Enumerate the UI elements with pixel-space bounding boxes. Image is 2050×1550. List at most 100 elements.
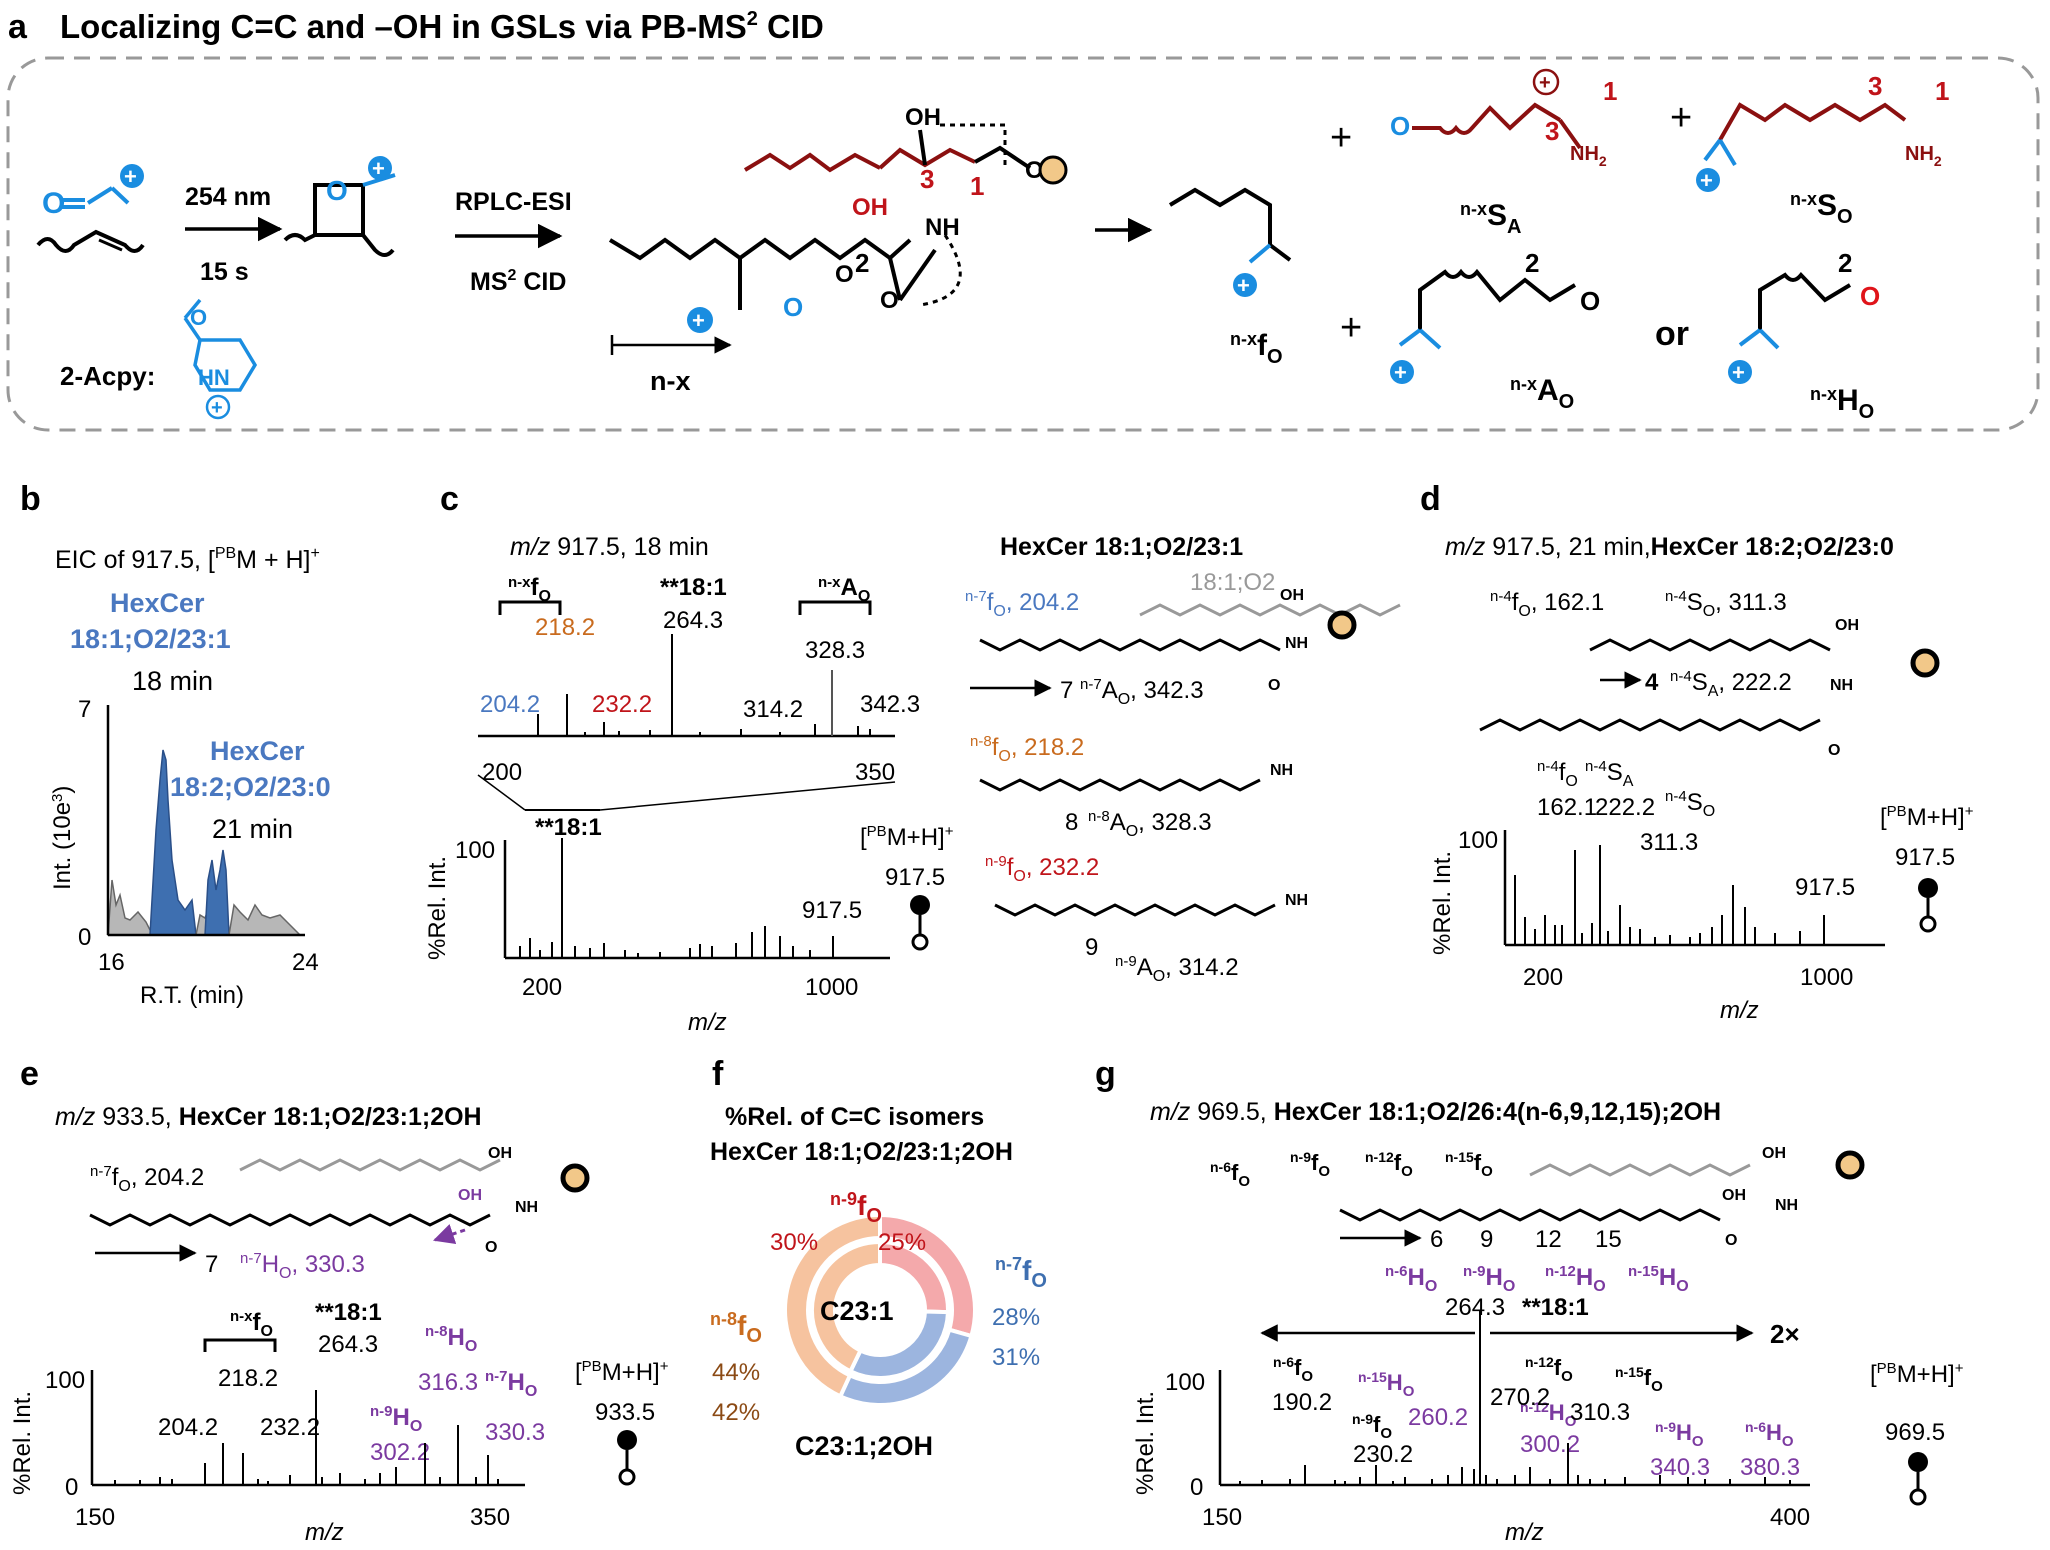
- pct-31: 31%: [992, 1344, 1040, 1371]
- panel-d-title: m/z 917.5, 21 min,HexCer 18:2;O2/23:0: [1445, 533, 1894, 561]
- main-spectrum-c: **18:1 100 200 1000 m/z %Rel. Int. 917.5…: [424, 814, 954, 1036]
- main-o-ring: O: [783, 292, 803, 322]
- eic-peak-2: [204, 849, 230, 936]
- plus-1: +: [1330, 117, 1352, 159]
- pos-1: 1: [970, 171, 984, 201]
- main-o-hex: O: [1025, 157, 1044, 184]
- g-peak-270: 270.2: [1490, 1384, 1550, 1411]
- g-lab-h15: n-15HO: [1358, 1369, 1415, 1400]
- d-peak-917: 917.5: [1795, 874, 1855, 901]
- main-o-ester: O: [880, 287, 899, 314]
- sa-chain: [1412, 102, 1562, 135]
- g-h6: n-6HO: [1385, 1263, 1437, 1295]
- g-lab-f6: n-6fO: [1273, 1354, 1313, 1385]
- d-peak-so-label: n-4SO: [1665, 788, 1715, 820]
- s7-nh: NH: [1285, 635, 1308, 652]
- e-num7: 7: [205, 1251, 218, 1278]
- g-zoom: 2×: [1770, 1319, 1800, 1349]
- d-f4-label: n-4fO, 162.1: [1490, 588, 1604, 620]
- donut-slice-n-8: [783, 1212, 882, 1399]
- charge-plus: +: [1700, 168, 1713, 193]
- eic-x-tick-24: 24: [292, 949, 319, 976]
- d-s4a-label: n-4SA, 222.2: [1670, 668, 1792, 700]
- precursor-g-val: 969.5: [1885, 1419, 1945, 1446]
- main-nh: NH: [925, 214, 960, 241]
- or-label: or: [1655, 315, 1689, 353]
- eic-tail-trace: [228, 903, 302, 936]
- spectrum-e-y-label: %Rel. Int.: [9, 1391, 36, 1495]
- mark-18-1-main: **18:1: [535, 814, 602, 841]
- e-chain: [89, 1213, 491, 1227]
- spectrum-c-bars: [519, 838, 834, 958]
- precursor-icon-ring: [911, 933, 929, 951]
- d-peak-311: 311.3: [1640, 829, 1698, 856]
- peak2-name-2: 18:2;O2/23:0: [170, 772, 331, 802]
- e-peak-330: 330.3: [485, 1419, 545, 1446]
- ao-chain: [1418, 268, 1577, 330]
- spectrum-e-y-0: 0: [65, 1474, 78, 1501]
- charge-icon: [120, 164, 144, 188]
- spectrum-e-bars: [114, 1390, 499, 1485]
- peak-314-2: 314.2: [743, 696, 803, 723]
- so-1: 1: [1935, 76, 1949, 106]
- reagent-label: 2-Acpy:: [60, 361, 155, 391]
- eic-x-label: R.T. (min): [140, 982, 244, 1009]
- e-h8-label: n-8HO: [425, 1323, 477, 1355]
- cleavage-arc-2: [919, 234, 962, 307]
- ao-blue2: [1418, 328, 1442, 350]
- sa-o: O: [1390, 111, 1410, 141]
- legend-n7: n-7fO: [995, 1254, 1047, 1292]
- e-oh: OH: [488, 1145, 512, 1162]
- spectrum-d: n-4fO n-4SA n-4SO 162.1 222.2 311.3 917.…: [1429, 758, 1974, 1024]
- g-lab-f9: n-9fO: [1352, 1411, 1392, 1442]
- panel-f-letter: f: [712, 1055, 724, 1093]
- peak-264-3: 264.3: [663, 607, 723, 634]
- s8-num: 8: [1065, 809, 1078, 836]
- pct-28: 28%: [992, 1304, 1040, 1331]
- rxn1-bottom: 15 s: [200, 258, 249, 286]
- g-mark-264: 264.3: [1445, 1294, 1505, 1321]
- s9-f-label: n-9fO, 232.2: [985, 853, 1099, 885]
- e-bracket: [203, 1338, 277, 1352]
- panel-c-letter: c: [440, 480, 459, 518]
- peak2-name-1: HexCer: [210, 736, 305, 766]
- panel-d-letter: d: [1420, 480, 1441, 518]
- peak1-name-1: HexCer: [110, 588, 205, 618]
- charge-plus: +: [1394, 360, 1407, 385]
- g-peak-190: 190.2: [1272, 1389, 1332, 1416]
- precursor-d: [PBM+H]+: [1880, 803, 1974, 831]
- main-o-carbonyl: O: [835, 261, 854, 288]
- plus-2: +: [1670, 97, 1692, 139]
- panel-a: a Localizing C=C and –OH in GSLs via PB-…: [6, 8, 2040, 432]
- panel-g-letter: g: [1095, 1055, 1116, 1093]
- eic-y-tick-0: 0: [78, 924, 91, 951]
- precursor-icon: [910, 895, 930, 915]
- pct-25: 25%: [878, 1229, 926, 1256]
- pct-30: 30%: [770, 1229, 818, 1256]
- d-oh: OH: [1835, 617, 1859, 634]
- charge-icon: [368, 156, 392, 180]
- reagent-o: O: [42, 187, 65, 220]
- g-peak-380: 380.3: [1740, 1454, 1800, 1481]
- g-mark-18: **18:1: [1522, 1294, 1589, 1321]
- sa-1: 1: [1603, 76, 1617, 106]
- precursor-icon: [1908, 1452, 1928, 1472]
- panel-b-letter: b: [20, 480, 41, 518]
- precursor-d-val: 917.5: [1895, 844, 1955, 871]
- oxetane-structure: [283, 173, 396, 257]
- g-f15: n-15fO: [1445, 1149, 1493, 1180]
- pct-42: 42%: [712, 1399, 760, 1426]
- s7-oh: OH: [1280, 587, 1304, 604]
- g-h9: n-9HO: [1463, 1263, 1515, 1295]
- structure-sub-c: 18:1;O2: [1190, 569, 1275, 596]
- d-chain-2: [1479, 718, 1821, 732]
- hexose-icon: [1038, 155, 1068, 185]
- zoom-line-1: [477, 774, 526, 811]
- g-o: O: [1725, 1232, 1737, 1249]
- spectrum-g-x-400: 400: [1770, 1504, 1810, 1531]
- charge-plus: +: [211, 397, 223, 419]
- g-chain: [1339, 1208, 1721, 1222]
- d-nh: NH: [1830, 677, 1853, 694]
- g-peak-260: 260.2: [1408, 1404, 1468, 1431]
- spectrum-d-x-1000: 1000: [1800, 964, 1853, 991]
